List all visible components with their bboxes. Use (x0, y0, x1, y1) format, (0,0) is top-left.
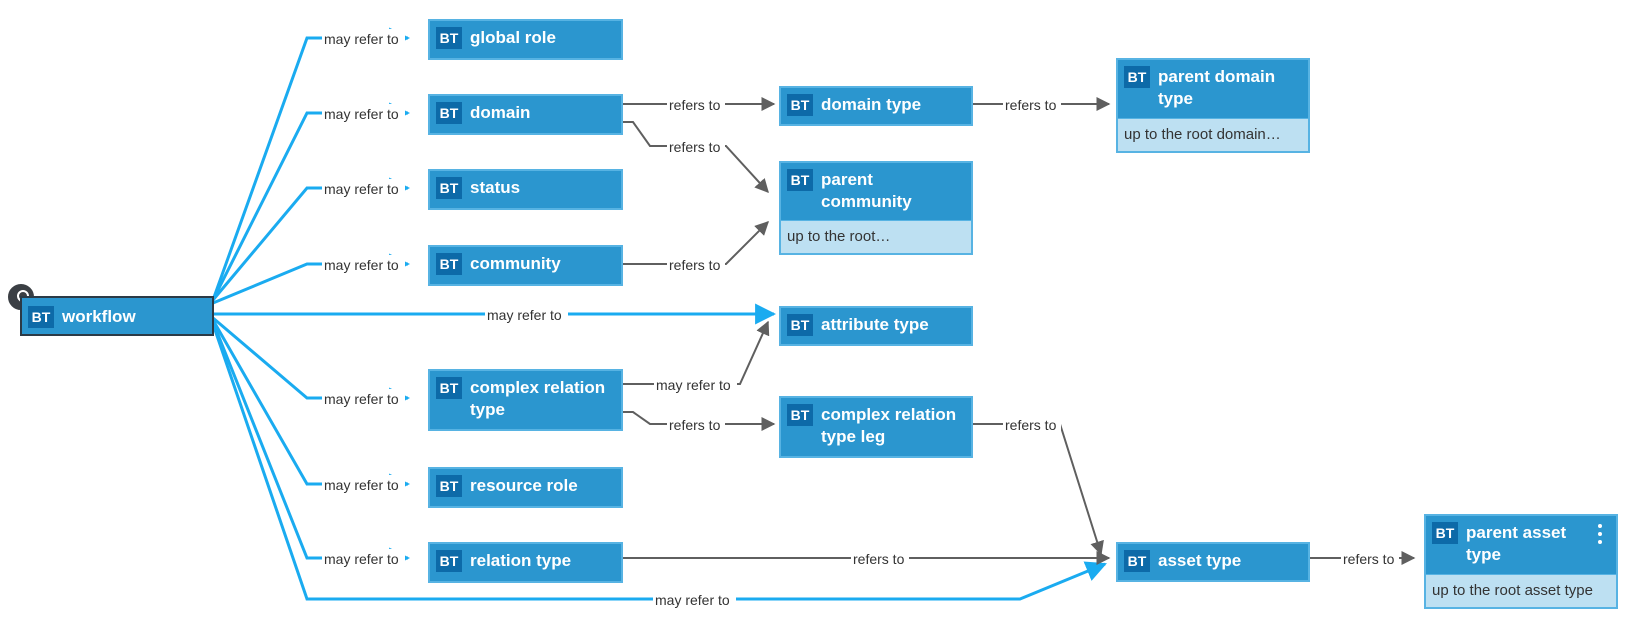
edge-label: refers to (1343, 551, 1395, 567)
node-workflow[interactable]: BT workflow (20, 296, 214, 336)
edge-label: may refer to (656, 377, 731, 393)
edge-label: refers to (853, 551, 905, 567)
bt-badge: BT (436, 177, 462, 199)
bt-badge: BT (436, 377, 462, 399)
edge-label: may refer to (324, 477, 399, 493)
edge-workflow-relation-type (211, 321, 411, 569)
edge-community-parent-community (616, 221, 769, 265)
edge-label: may refer to (324, 551, 399, 567)
node-subtitle: up to the root… (781, 220, 971, 253)
edge-complex-relation-type-attribute-type (616, 320, 770, 385)
node-title: asset type (1158, 551, 1242, 570)
node-title: community (470, 254, 561, 273)
bt-badge: BT (28, 306, 54, 328)
edge-label: may refer to (324, 181, 399, 197)
node-attribute-type[interactable]: BT attribute type (779, 306, 973, 346)
node-community[interactable]: BT community (428, 245, 623, 286)
edge-workflow-complex-relation-type (212, 316, 411, 409)
node-relation-type[interactable]: BT relation type (428, 542, 623, 583)
bt-badge: BT (787, 169, 813, 191)
edge-label: refers to (669, 97, 721, 113)
edge-label: may refer to (487, 307, 562, 323)
edge-leg-asset-type (965, 423, 1104, 556)
edge-label: may refer to (324, 391, 399, 407)
bt-badge: BT (436, 475, 462, 497)
edge-label: may refer to (324, 257, 399, 273)
node-title: parent community (821, 170, 912, 211)
edge-label: refers to (1005, 97, 1057, 113)
node-subtitle: up to the root domain… (1118, 118, 1308, 151)
node-domain[interactable]: BT domain (428, 94, 623, 135)
node-domain-type[interactable]: BT domain type (779, 86, 973, 126)
node-parent-community[interactable]: BT parent community up to the root… (779, 161, 973, 255)
node-title: complex relation type (470, 378, 606, 419)
edge-domain-parent-community (616, 121, 769, 194)
edge-label: may refer to (324, 31, 399, 47)
edge-label: refers to (669, 139, 721, 155)
node-title: status (470, 178, 521, 197)
edge-label: may refer to (655, 592, 730, 608)
node-asset-type[interactable]: BT asset type (1116, 542, 1310, 582)
node-parent-domain-type[interactable]: BT parent domain type up to the root dom… (1116, 58, 1310, 153)
bt-badge: BT (787, 404, 813, 426)
edge-label: refers to (669, 257, 721, 273)
node-global-role[interactable]: BT global role (428, 19, 623, 60)
bt-badge: BT (787, 314, 813, 336)
bt-badge: BT (436, 102, 462, 124)
node-complex-relation-type-leg[interactable]: BT complex relation type leg (779, 396, 973, 458)
bt-badge: BT (436, 253, 462, 275)
bt-badge: BT (436, 27, 462, 49)
edge-label: refers to (1005, 417, 1057, 433)
node-title: resource role (470, 476, 578, 495)
bt-badge: BT (1124, 66, 1150, 88)
node-subtitle: up to the root asset type (1426, 574, 1616, 607)
bt-badge: BT (787, 94, 813, 116)
node-title: domain (470, 103, 531, 122)
bt-badge: BT (1124, 550, 1150, 572)
node-title: workflow (62, 307, 136, 326)
node-complex-relation-type[interactable]: BT complex relation type (428, 369, 623, 431)
node-status[interactable]: BT status (428, 169, 623, 210)
bt-badge: BT (1432, 522, 1458, 544)
node-title: domain type (821, 95, 922, 114)
bt-badge: BT (436, 550, 462, 572)
node-title: relation type (470, 551, 572, 570)
node-title: global role (470, 28, 556, 47)
node-title: parent asset type (1466, 523, 1567, 564)
node-title: parent domain type (1158, 67, 1276, 108)
edge-label: may refer to (324, 106, 399, 122)
edge-label: refers to (669, 417, 721, 433)
node-resource-role[interactable]: BT resource role (428, 467, 623, 508)
more-options-icon[interactable] (1598, 524, 1602, 544)
node-title: attribute type (821, 315, 929, 334)
node-title: complex relation type leg (821, 405, 957, 446)
node-parent-asset-type[interactable]: BT parent asset type up to the root asse… (1424, 514, 1618, 609)
